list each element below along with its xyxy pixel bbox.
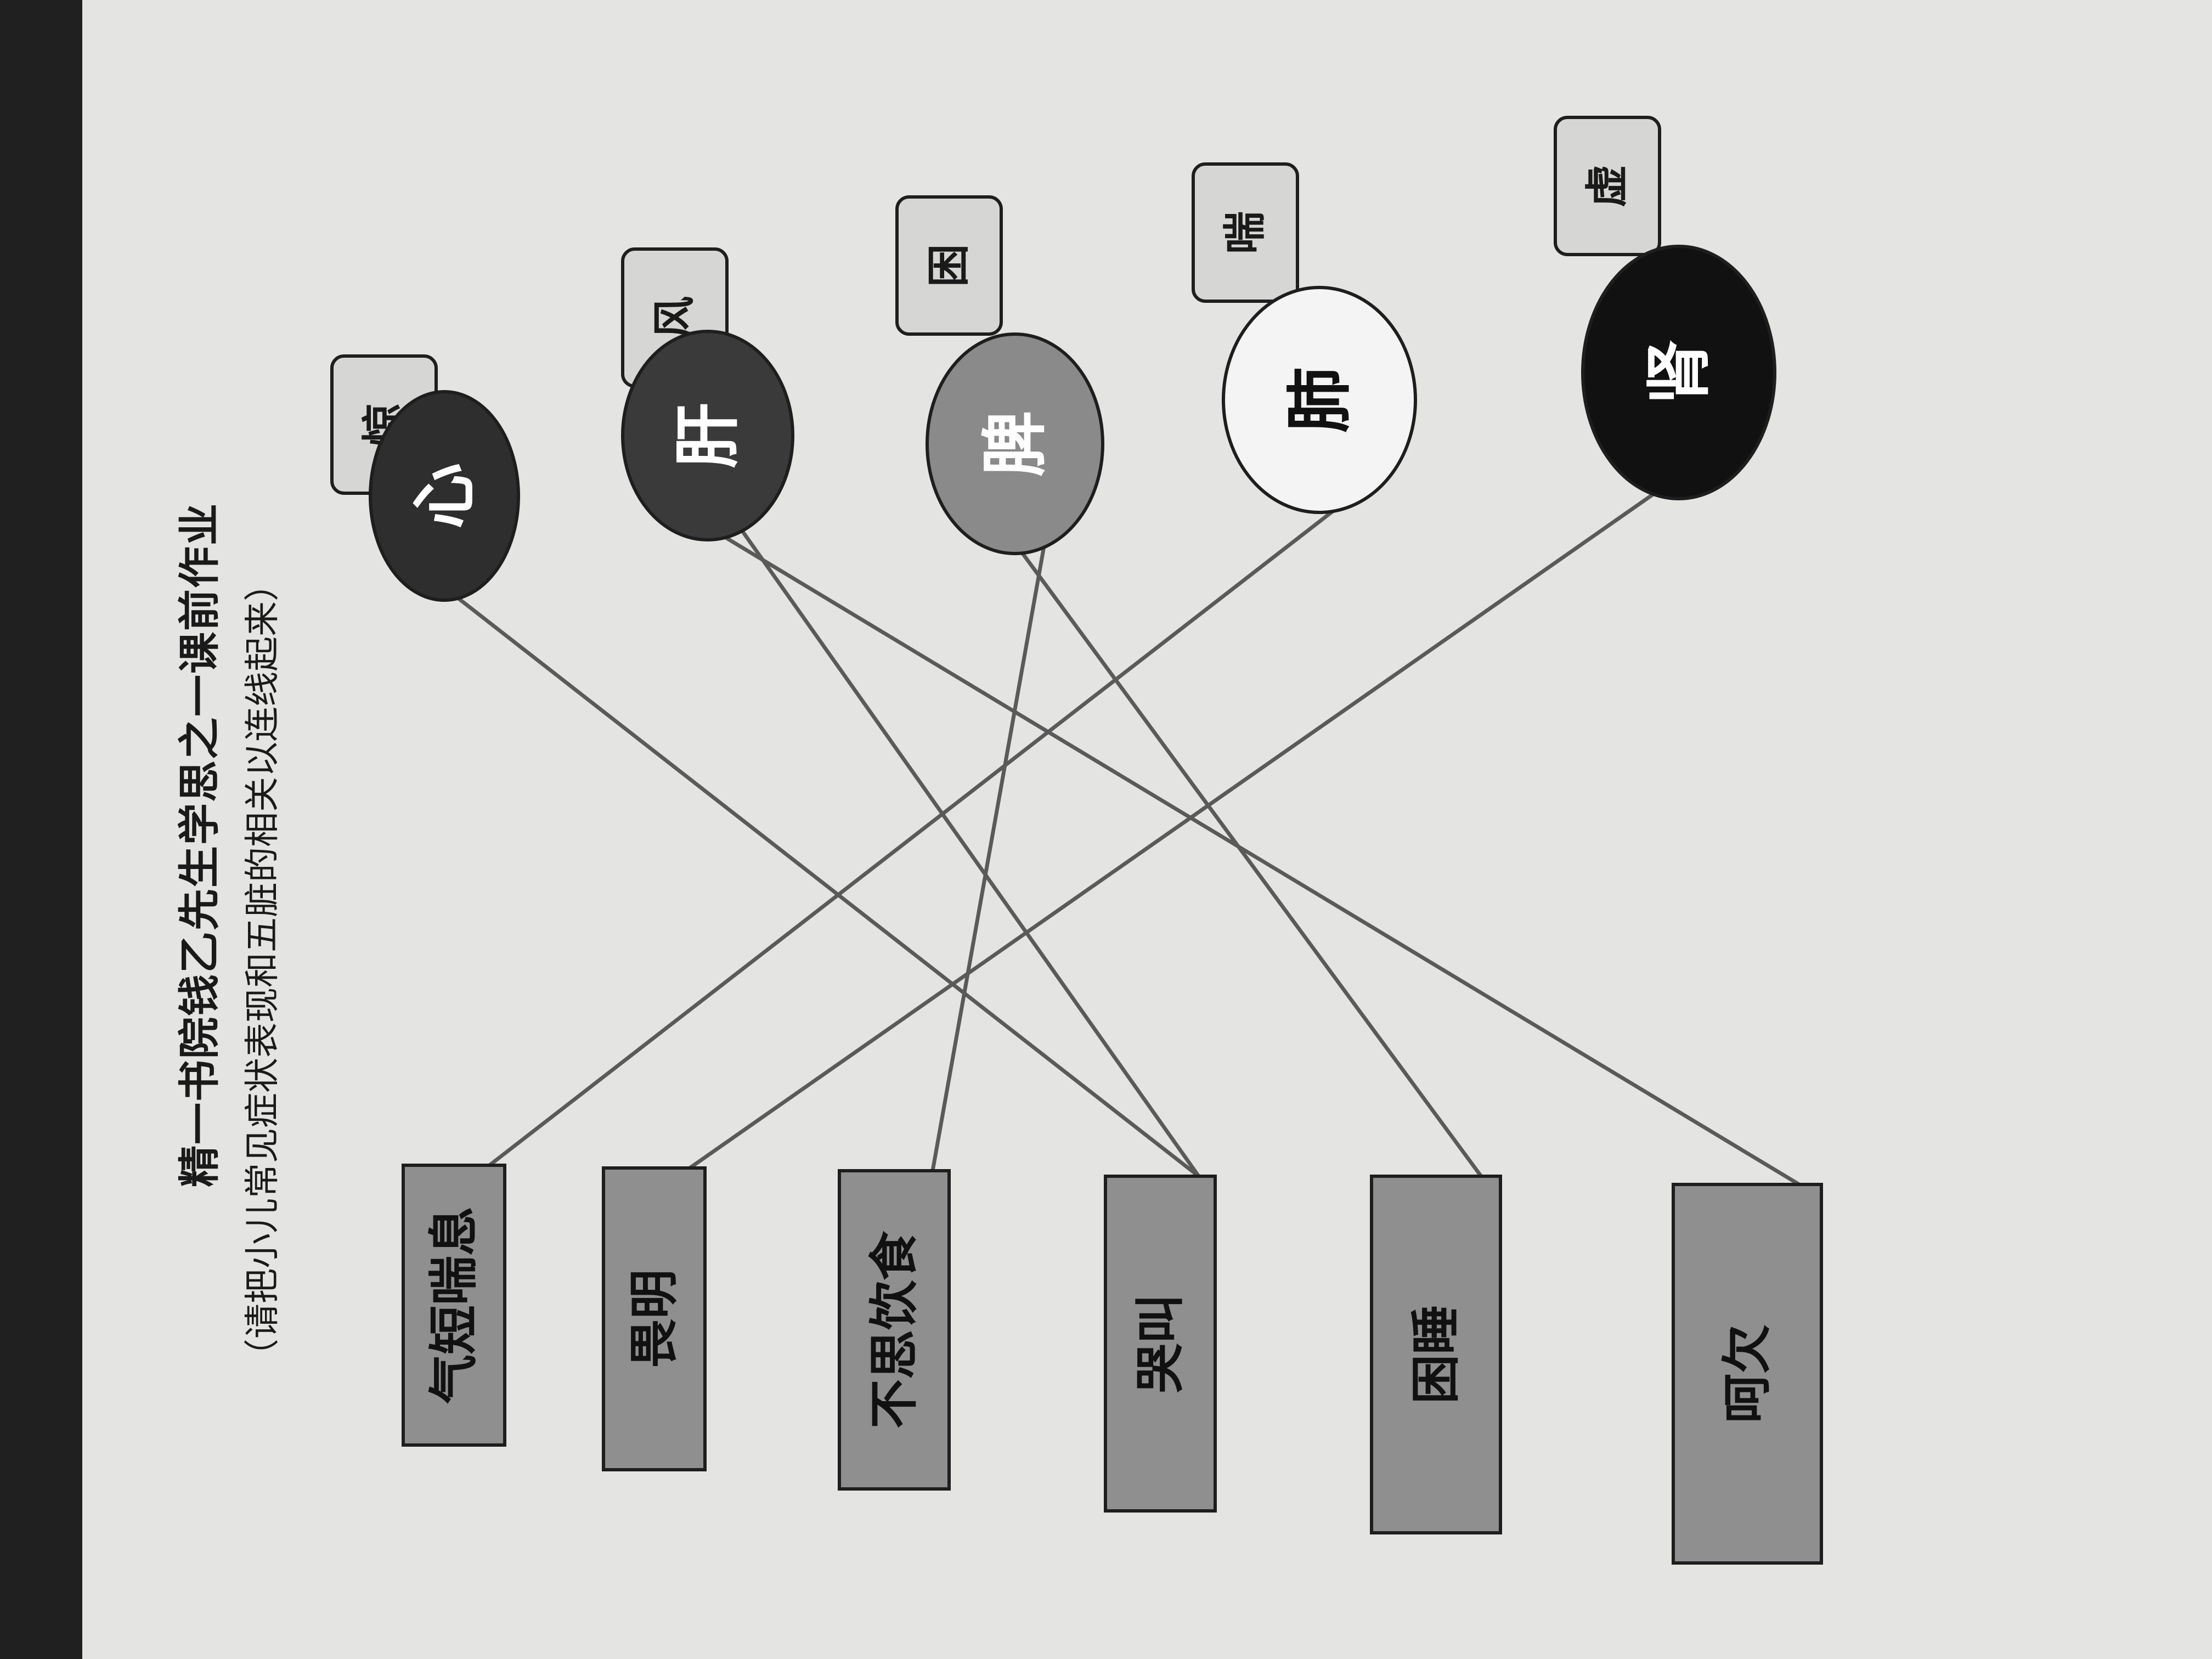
organ-label-heart: 心	[406, 463, 483, 529]
symptom-box-poor-appetite: 不思饮食	[838, 1169, 951, 1491]
organ-node-spleen: 困脾	[895, 195, 1104, 555]
organ-node-kidney: 虚肾	[1554, 116, 1776, 500]
symptom-box-photophobia: 畏明	[602, 1166, 707, 1471]
emotion-tag-kidney	[1554, 116, 1661, 256]
connector-layer	[438, 478, 1801, 1187]
emotion-label-kidney: 虚	[1583, 165, 1632, 207]
organ-label-kidney: 肾	[1640, 340, 1718, 405]
symptom-rect-crying	[1104, 1175, 1217, 1513]
symptom-layer: 气短喘息 畏明 不思饮食 哭叫 困睡 呵欠	[402, 1164, 1823, 1565]
symptom-label-yawning: 呵欠	[1719, 1324, 1776, 1423]
symptom-box-shortness-of-breath: 气短喘息	[402, 1164, 506, 1447]
connector-liver-crying	[735, 522, 1201, 1178]
organ-circle-kidney	[1581, 245, 1776, 500]
connector-kidney-photophobia	[687, 478, 1676, 1170]
organ-node-lung: 喘肺	[1192, 162, 1417, 514]
worksheet-title: 精一书院钱乙先生学思之一课前作业	[175, 503, 224, 1187]
symptom-rect-yawning	[1672, 1183, 1823, 1565]
symptom-box-yawning: 呵欠	[1672, 1183, 1823, 1565]
symptom-label-photophobia: 畏明	[625, 1269, 683, 1368]
symptom-label-shortness-of-breath: 气短喘息	[425, 1206, 483, 1404]
emotion-label-lung: 喘	[1221, 211, 1270, 254]
symptom-label-drowsiness: 困睡	[1407, 1305, 1465, 1404]
symptom-rect-shortness-of-breath	[402, 1164, 506, 1447]
connector-heart-crying	[438, 583, 1201, 1178]
symptom-box-crying: 哭叫	[1104, 1175, 1217, 1513]
organ-node-liver: 风肝	[621, 247, 794, 541]
symptom-box-drowsiness: 困睡	[1370, 1175, 1502, 1534]
emotion-tag-lung	[1192, 162, 1299, 303]
paper-shadow	[0, 0, 82, 1659]
symptom-rect-drowsiness	[1370, 1175, 1502, 1534]
organ-circle-heart	[369, 390, 520, 602]
emotion-label-spleen: 困	[924, 244, 974, 287]
organ-label-spleen: 脾	[977, 411, 1054, 477]
symptom-label-crying: 哭叫	[1132, 1294, 1189, 1393]
connector-spleen-poor-appetite	[930, 535, 1048, 1173]
organ-circle-spleen	[926, 332, 1104, 555]
symptom-rect-photophobia	[602, 1166, 707, 1471]
organ-label-liver: 肝	[669, 403, 747, 469]
organ-circle-lung	[1222, 286, 1417, 514]
organ-circle-liver	[621, 330, 794, 541]
connector-lung-shortness-of-breath	[487, 493, 1355, 1167]
organ-label-lung: 肺	[1281, 367, 1358, 433]
rotated-page: 精一书院钱乙先生学思之一课前作业 （请把小儿常见症状表现和五脏的相关以连线起来）…	[175, 116, 1823, 1565]
worksheet-subtitle: （请把小儿常见症状表现和五脏的相关以连线起来）	[242, 566, 283, 1374]
symptom-label-poor-appetite: 不思饮食	[866, 1231, 923, 1429]
organ-node-heart: 惊心	[330, 354, 520, 602]
connector-liver-yawning	[701, 522, 1801, 1187]
symptom-rect-poor-appetite	[838, 1169, 951, 1491]
emotion-tag-spleen	[895, 195, 1003, 336]
connector-spleen-drowsiness	[1008, 535, 1483, 1178]
